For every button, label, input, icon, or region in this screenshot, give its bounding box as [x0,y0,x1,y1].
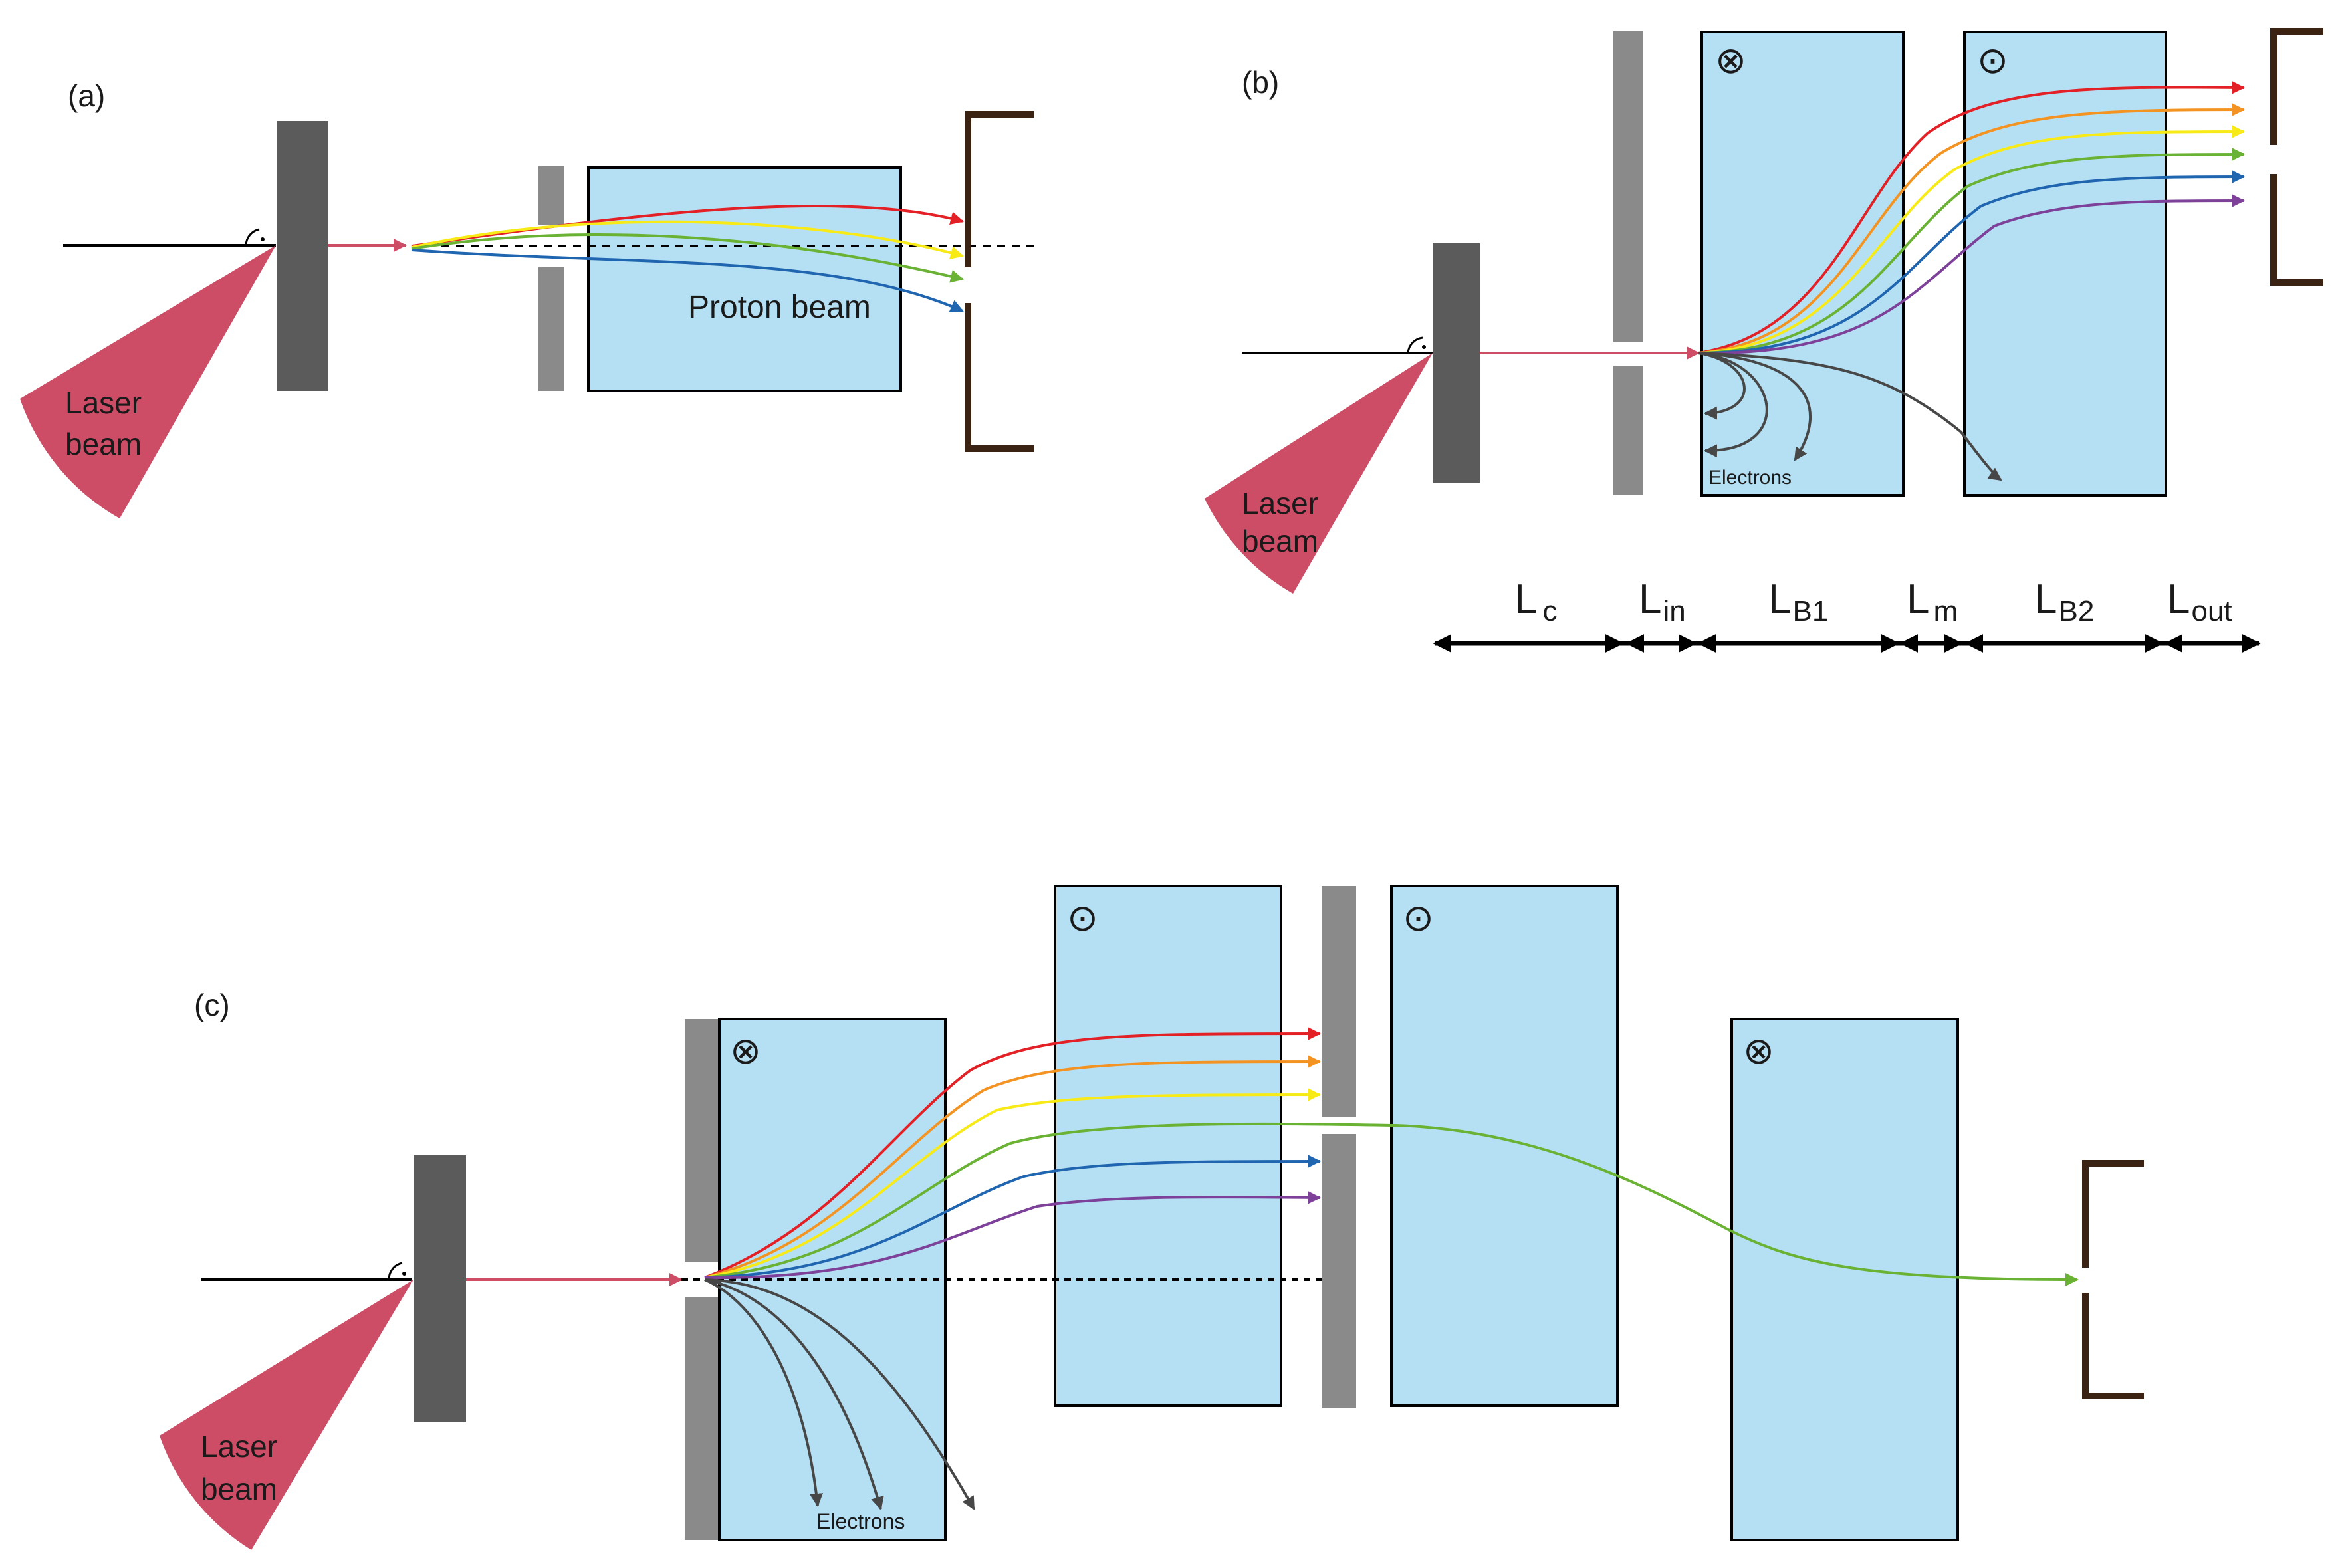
electrons-label: Electrons [816,1510,905,1533]
proton-trajectory-blue [411,249,964,312]
panel-c: (c) Laser beam ⊗ ⊙ ⊙ ⊗ Electrons [160,885,2144,1550]
proton-trajectory-yellow [1698,125,2245,354]
length-label-lb2: LB2 [2034,576,2094,627]
proton-trajectory-yellow [704,1088,1321,1279]
field-out-of-page-icon: ⊙ [1067,897,1098,939]
field-out-of-page-icon: ⊙ [1403,897,1434,939]
proton-trajectory-red [1698,80,2245,354]
proton-trajectory-blue [1698,170,2245,354]
electron-trajectory [1698,352,1768,458]
panel-a-tag: (a) [68,78,105,113]
aperture-upper [685,1019,719,1262]
electrons-label: Electrons [1708,467,1792,489]
slit-lower [1322,1134,1356,1408]
length-label-lout: Lout [2167,576,2232,627]
length-label-lb1: LB1 [1768,576,1828,627]
proton-trajectory-orange [1698,103,2245,354]
electron-trajectory [1698,352,2002,481]
proton-trajectory-green [1698,148,2245,354]
electron-trajectory [704,1278,884,1510]
electron-trajectory [704,1278,975,1510]
laser-beam [20,245,276,518]
electron-trajectory [704,1278,824,1507]
proton-trajectory-orange [704,1055,1321,1279]
target-foil [1433,243,1480,483]
proton-trajectory-blue [704,1155,1321,1279]
normal-angle-mark [388,1262,403,1280]
laser-label-line2: beam [65,427,142,461]
panel-b-tag: (b) [1242,65,1279,100]
magnet-2 [1054,885,1282,1407]
aperture-upper [538,166,564,225]
panel-a: (a) Laser beam Proton beam [20,78,1037,518]
proton-trajectory-purple [704,1190,1321,1280]
magnet-1 [1700,31,1905,497]
target-foil [277,121,328,391]
aperture-lower [538,267,564,391]
field-into-page-icon: ⊗ [1743,1030,1774,1071]
electron-trajectory [1698,352,1812,461]
normal-angle-dot [402,1272,406,1276]
aperture-lower [1613,366,1643,495]
detector-upper [965,111,1034,267]
panel-b: (b) Laser beam ⊗ ⊙ Electrons [1205,28,2323,653]
detector-lower [2270,174,2323,286]
magnet-3 [1390,885,1619,1407]
field-out-of-page-icon: ⊙ [1977,39,2008,81]
laser-beam [160,1280,413,1550]
laser-label-line1: Laser [1242,486,1318,520]
proton-trajectory-yellow [411,220,964,259]
normal-angle-mark [245,228,260,246]
aperture-upper [1613,31,1643,342]
proton-trajectory-red [411,205,964,247]
field-into-page-icon: ⊗ [1715,39,1746,81]
laser-label-line2: beam [1242,524,1318,558]
detector-upper [2270,28,2323,145]
normal-angle-dot [1422,345,1426,349]
detector-lower [965,303,1034,452]
aperture-lower [685,1297,719,1540]
proton-trajectory-red [704,1027,1321,1279]
proton-trajectory-purple [1698,194,2245,355]
proton-trajectory-green [704,1122,2079,1286]
field-into-page-icon: ⊗ [730,1030,761,1071]
length-label-lin: Lin [1639,576,1686,627]
detector-lower [2082,1293,2144,1399]
laser-label-line1: Laser [65,386,142,420]
laser-label-line2: beam [201,1472,277,1506]
proton-beam-label: Proton beam [688,290,871,325]
proton-trajectory-green [411,233,964,283]
laser-label-line1: Laser [201,1429,277,1464]
laser-beam [1205,353,1433,594]
slit-upper [1322,886,1356,1117]
detector-upper [2082,1160,2144,1268]
normal-angle-mark [1407,336,1423,354]
magnet-2 [1963,31,2167,497]
panel-c-tag: (c) [194,988,230,1022]
magnet-4 [1730,1018,1959,1541]
electron-trajectory [1698,352,1746,420]
normal-angle-dot [261,237,265,241]
target-foil [414,1155,466,1422]
